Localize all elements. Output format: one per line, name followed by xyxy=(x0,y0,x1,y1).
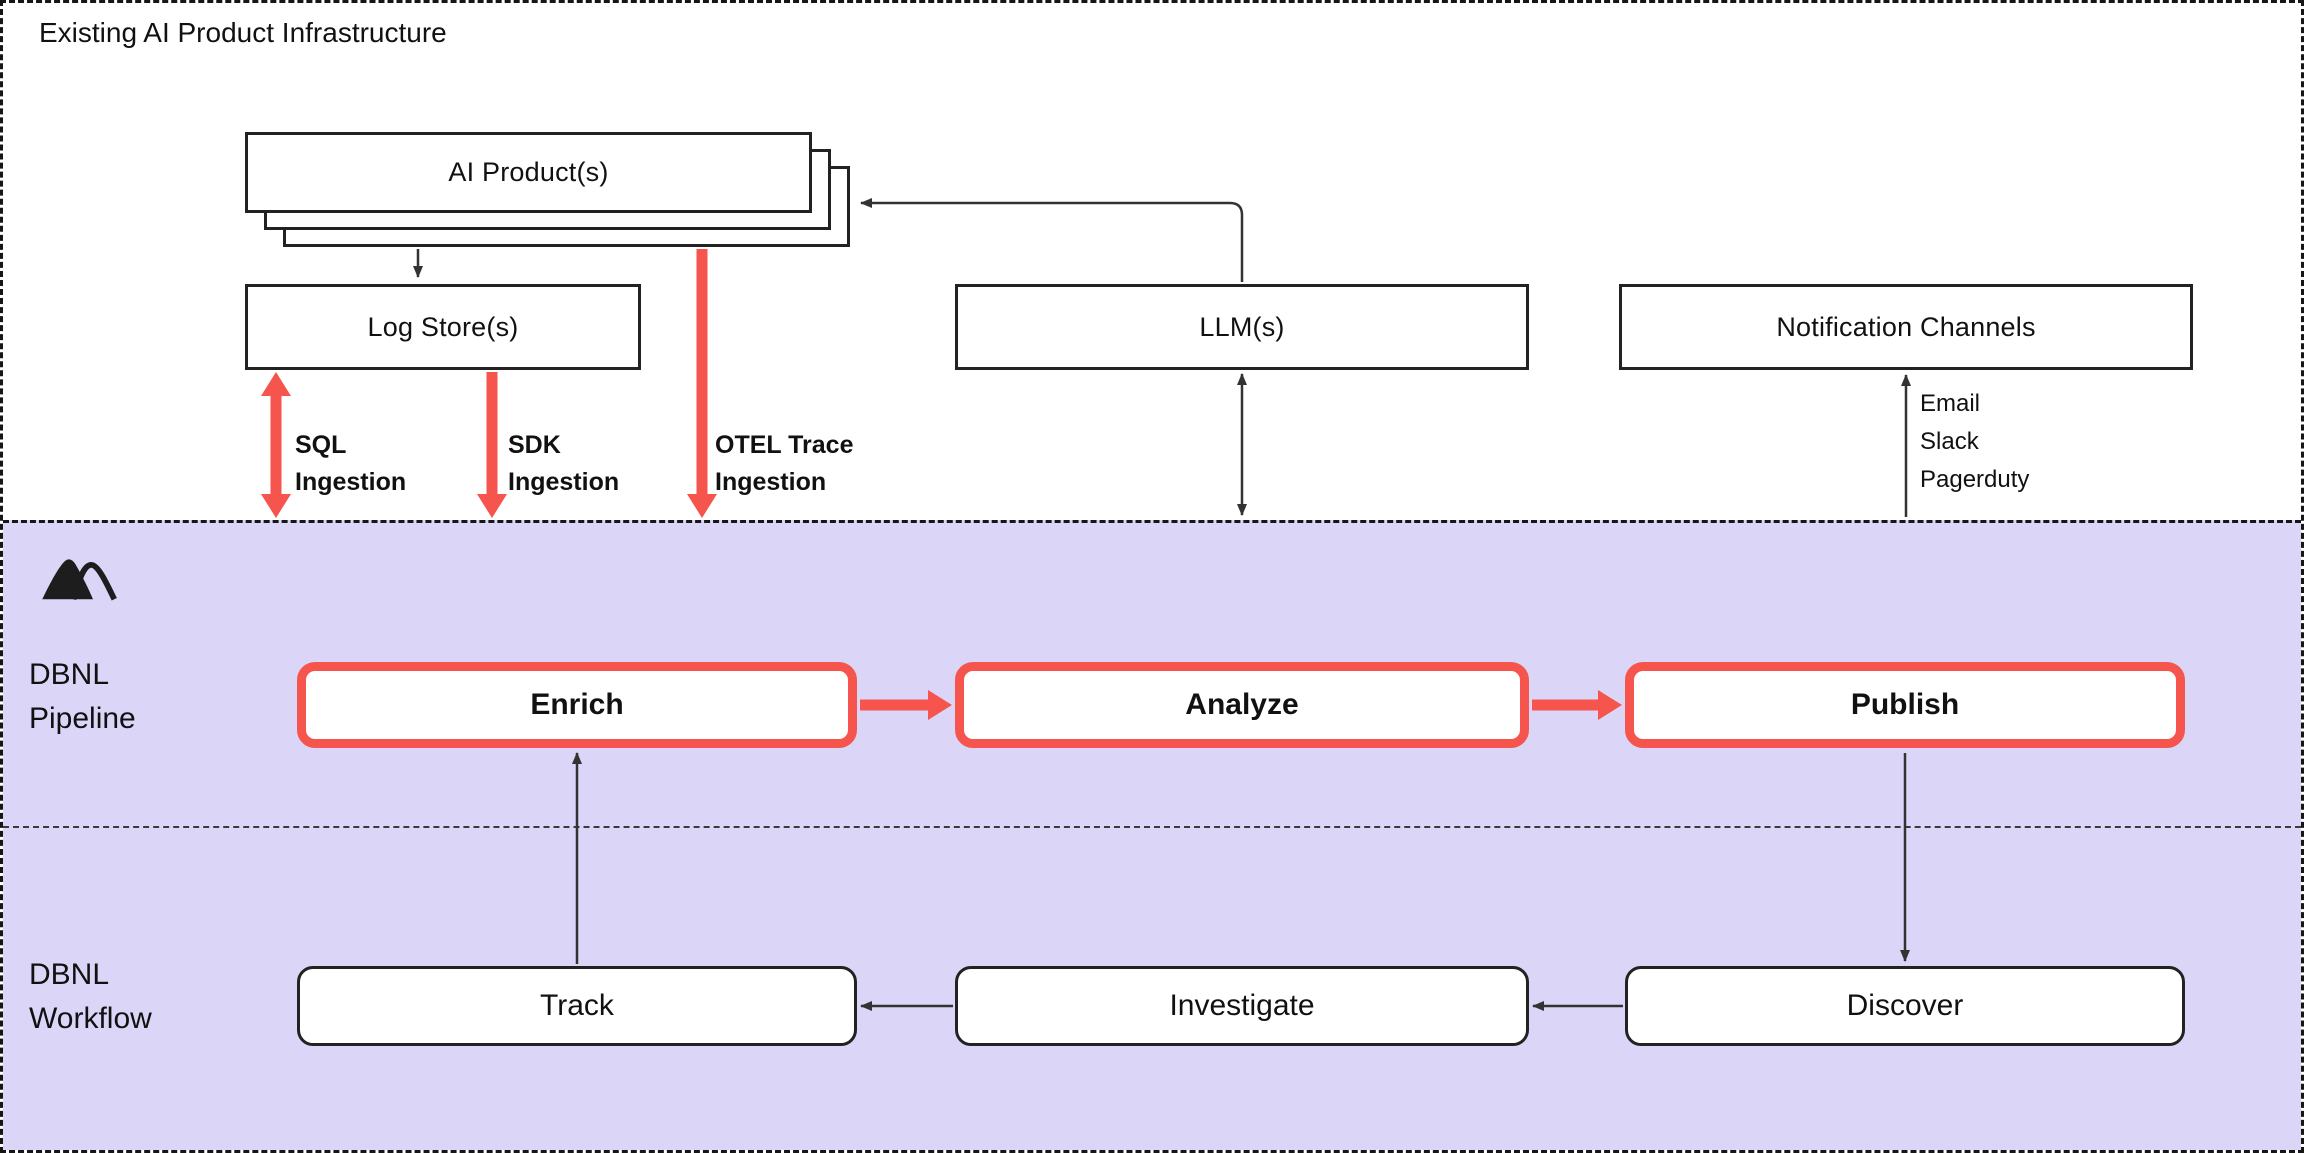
stage-enrich: Enrich xyxy=(297,662,857,748)
stage-analyze-label: Analyze xyxy=(1185,688,1299,721)
notification-channels-node: Notification Channels xyxy=(1619,284,2193,370)
llms-label: LLM(s) xyxy=(1199,311,1285,342)
step-discover: Discover xyxy=(1625,966,2185,1046)
ai-products-node: AI Product(s) xyxy=(245,132,812,213)
arrow-llms-to-aiproducts xyxy=(860,198,1244,282)
arrow-sql-ingestion-bidirectional xyxy=(261,372,291,518)
step-investigate: Investigate xyxy=(955,966,1529,1046)
notification-channels-label: Notification Channels xyxy=(1776,311,2036,342)
llms-node: LLM(s) xyxy=(955,284,1529,370)
ai-products-label: AI Product(s) xyxy=(448,157,609,187)
notification-method-slack: Slack xyxy=(1920,428,1979,455)
stage-publish: Publish xyxy=(1625,662,2185,748)
sdk-ingestion-label: SDK Ingestion xyxy=(508,431,620,496)
stage-enrich-label: Enrich xyxy=(530,688,624,721)
dbnl-pipeline-label: DBNL Pipeline xyxy=(29,658,136,735)
sql-ingestion-label: SQL Ingestion xyxy=(295,431,407,496)
stage-publish-label: Publish xyxy=(1850,688,1960,721)
arrow-sdk-ingestion xyxy=(477,372,507,518)
step-discover-label: Discover xyxy=(1846,989,1964,1022)
step-track: Track xyxy=(297,966,857,1046)
stage-analyze: Analyze xyxy=(955,662,1529,748)
otel-ingestion-label: OTEL Trace Ingestion xyxy=(715,431,854,496)
log-stores-node: Log Store(s) xyxy=(245,284,641,370)
arrow-otel-ingestion xyxy=(687,249,717,518)
notification-method-pagerduty: Pagerduty xyxy=(1920,466,2030,493)
log-stores-label: Log Store(s) xyxy=(367,311,519,342)
dbnl-workflow-label: DBNL Workflow xyxy=(29,958,152,1035)
infrastructure-title: Existing AI Product Infrastructure xyxy=(39,17,447,48)
dbnl-mountain-logo-icon xyxy=(42,559,117,601)
step-track-label: Track xyxy=(540,989,614,1022)
step-investigate-label: Investigate xyxy=(1169,989,1315,1022)
notification-method-email: Email xyxy=(1920,390,1981,417)
